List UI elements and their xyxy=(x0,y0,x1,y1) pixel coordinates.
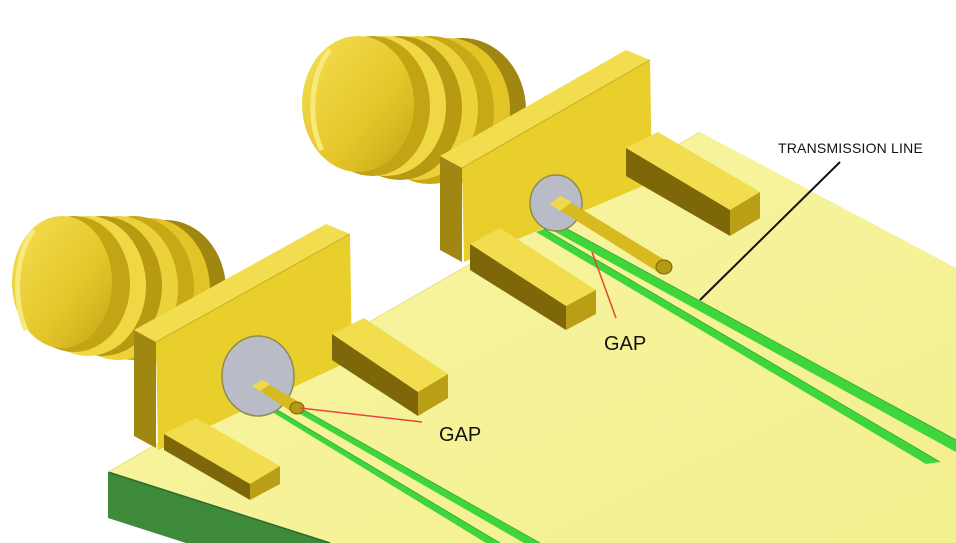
sma-connector-upper xyxy=(302,36,760,330)
mount-leg-lower-left xyxy=(164,418,280,500)
flange-upper-front xyxy=(462,60,652,262)
center-pin-lower xyxy=(252,380,305,415)
gap-label-lower: GAP xyxy=(439,424,482,446)
transmission-line-upper xyxy=(536,223,956,464)
gap-label-upper: GAP xyxy=(604,333,647,355)
flange-lower-side xyxy=(134,330,156,448)
gap-upper-pointer xyxy=(591,251,617,319)
mount-leg-lower-right xyxy=(332,318,448,416)
flange-upper-top xyxy=(440,50,650,168)
mount-leg-upper-right xyxy=(626,132,760,236)
trace-lower-b xyxy=(246,396,500,543)
transmission-line-pointer xyxy=(699,161,841,301)
sma-connector-lower xyxy=(12,216,448,500)
mount-leg-upper-left xyxy=(470,228,596,330)
trace-lower-a xyxy=(262,392,540,543)
flange-lower-top xyxy=(134,224,350,342)
gap-lower-pointer xyxy=(299,407,423,423)
flange-upper-side xyxy=(440,156,462,262)
center-pin-upper xyxy=(550,196,673,275)
trace-upper-b xyxy=(536,229,940,464)
trace-upper-a xyxy=(548,224,956,452)
transmission-line-label: TRANSMISSION LINE xyxy=(778,140,923,156)
transmission-line-lower xyxy=(246,391,541,543)
